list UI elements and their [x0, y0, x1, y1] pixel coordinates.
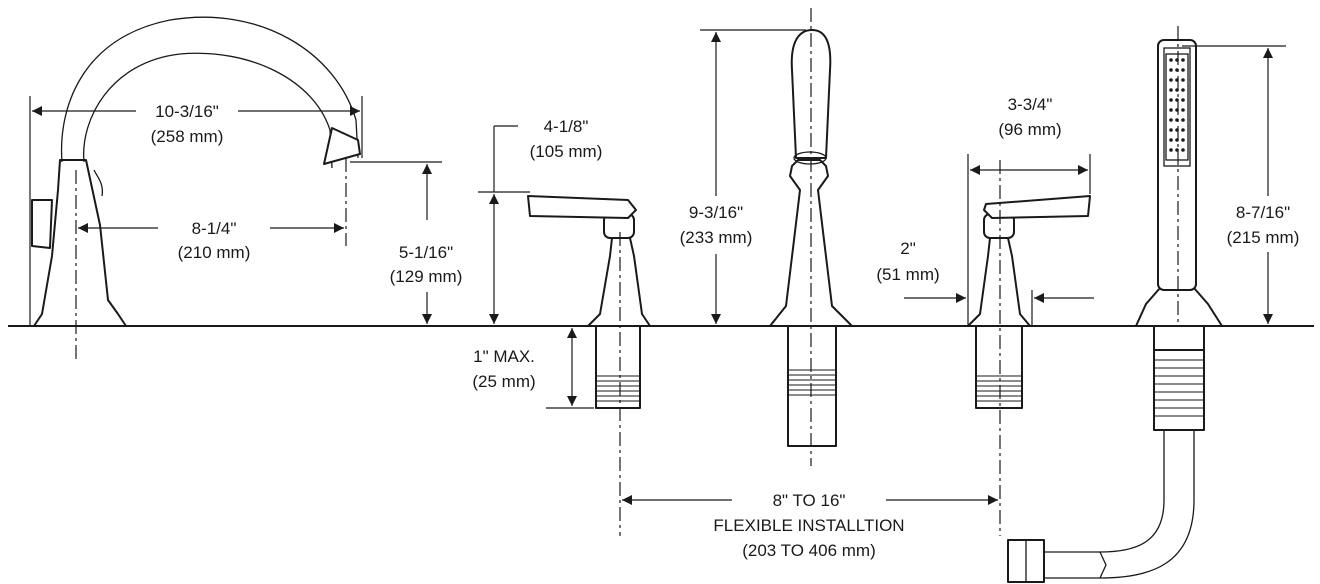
spout — [31, 16, 361, 327]
spout-center-to-outlet-metric: (210 mm) — [178, 243, 251, 262]
dim-spout-reach: 10-3/16" (258 mm) — [29, 96, 363, 326]
valve-spread-imperial: 8" TO 16" — [773, 491, 846, 510]
max-deck-thickness-imperial: 1" MAX. — [473, 347, 535, 366]
right-handle-valve — [967, 195, 1091, 409]
spout-outlet-height-imperial: 5-1/16" — [399, 243, 453, 262]
handle-lever-length-metric: (96 mm) — [998, 120, 1061, 139]
dim-spout-center-to-outlet: 8-1/4" (210 mm) — [78, 219, 344, 262]
valve-spread-metric: (203 TO 406 mm) — [742, 541, 876, 560]
dim-spout-outlet-height: 5-1/16" (129 mm) — [350, 161, 463, 324]
spout-reach-metric: (258 mm) — [151, 127, 224, 146]
left-handle-valve — [527, 195, 651, 409]
handle-base-diameter-metric: (51 mm) — [876, 265, 939, 284]
handle-height-imperial: 4-1/8" — [544, 117, 589, 136]
handle-base-diameter-imperial: 2" — [900, 239, 916, 258]
valve-spread-note: FLEXIBLE INSTALLTION — [713, 516, 904, 535]
dim-handle-base-diameter: 2" (51 mm) — [876, 239, 1094, 326]
dim-valve-spread: 8" TO 16" FLEXIBLE INSTALLTION (203 TO 4… — [622, 491, 998, 560]
spout-outlet-height-metric: (129 mm) — [390, 267, 463, 286]
dim-handshower-height: 8-7/16" (215 mm) — [1182, 45, 1300, 324]
holder-height-imperial: 9-3/16" — [689, 203, 743, 222]
dim-handle-lever-length: 3-3/4" (96 mm) — [967, 95, 1091, 326]
dim-holder-height: 9-3/16" (233 mm) — [680, 29, 806, 324]
spray-nozzles — [1169, 58, 1185, 152]
handle-height-metric: (105 mm) — [530, 142, 603, 161]
handshower — [1007, 39, 1223, 583]
handshower-height-metric: (215 mm) — [1227, 228, 1300, 247]
dim-handle-height: 4-1/8" (105 mm) — [478, 117, 602, 324]
holder-height-metric: (233 mm) — [680, 228, 753, 247]
handle-lever-length-imperial: 3-3/4" — [1008, 95, 1053, 114]
spout-center-to-outlet-imperial: 8-1/4" — [192, 219, 237, 238]
dim-max-deck-thickness: 1" MAX. (25 mm) — [472, 328, 594, 409]
spout-reach-imperial: 10-3/16" — [155, 102, 219, 121]
handshower-height-imperial: 8-7/16" — [1236, 203, 1290, 222]
max-deck-thickness-metric: (25 mm) — [472, 372, 535, 391]
spray-face — [1165, 53, 1189, 161]
